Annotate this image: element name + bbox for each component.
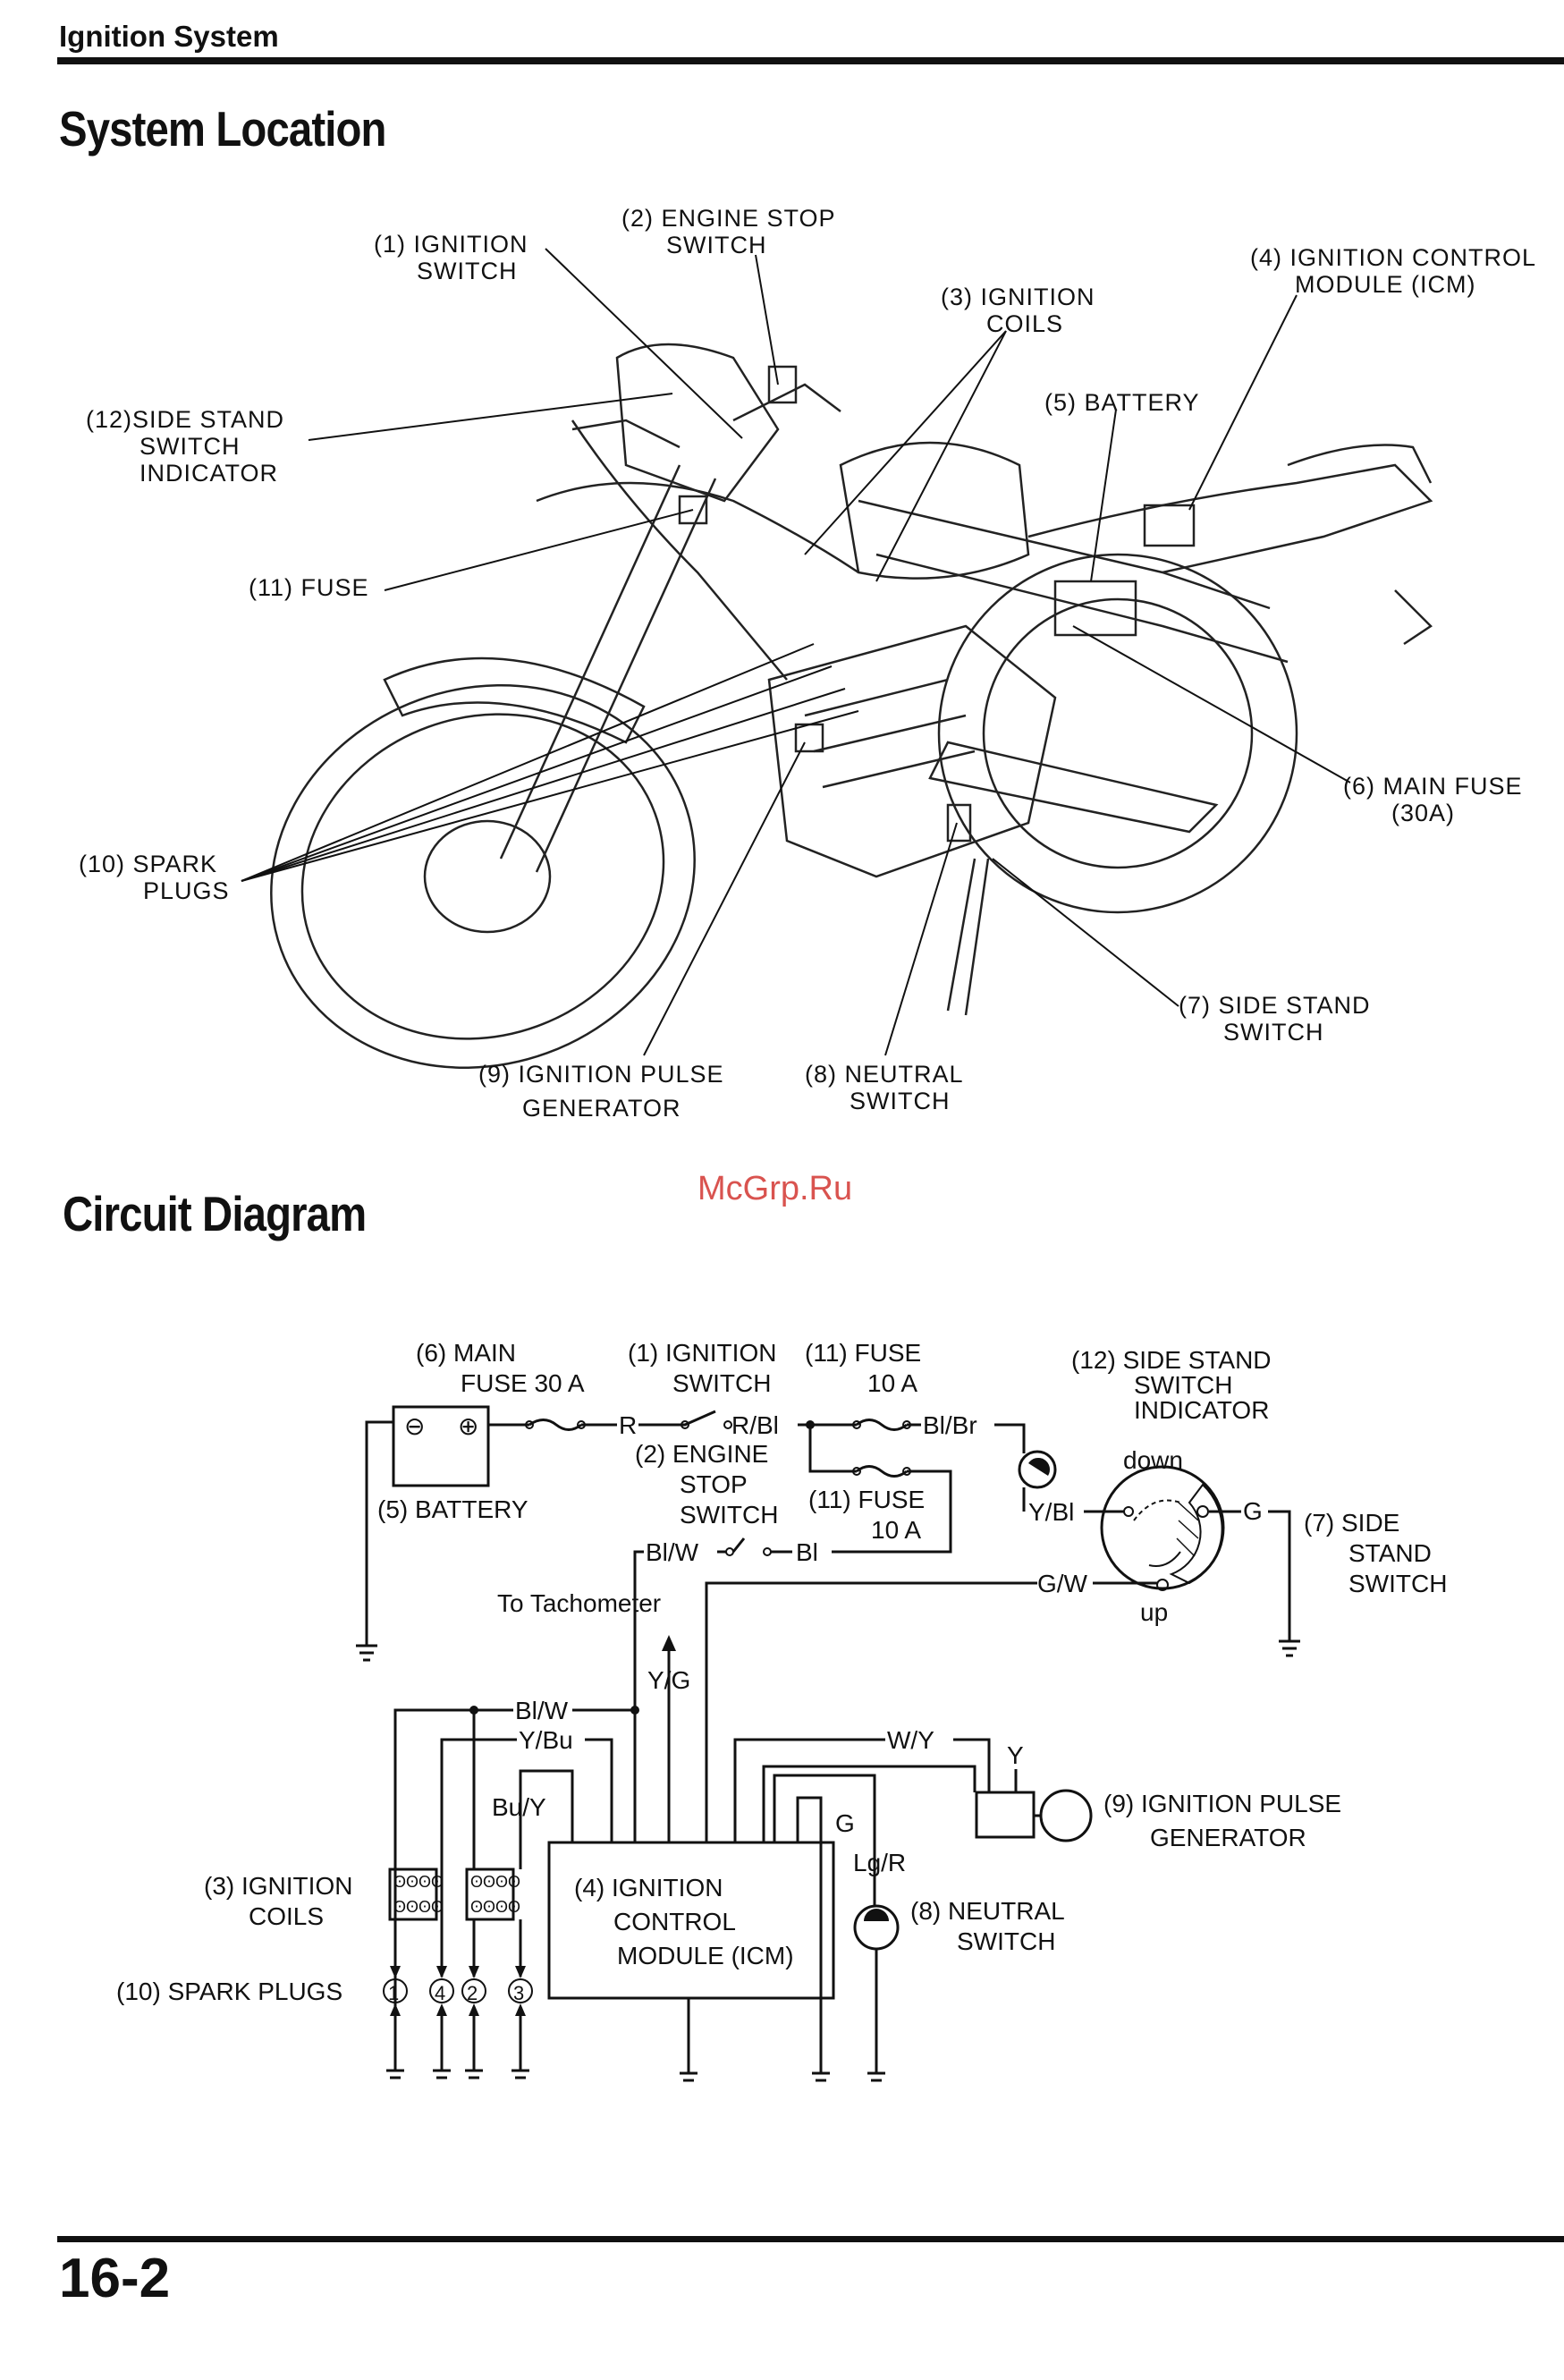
svg-text:1: 1 (388, 1982, 399, 2004)
svg-text:G/W: G/W (1037, 1570, 1088, 1597)
svg-text:⊕: ⊕ (458, 1412, 478, 1440)
svg-text:To Tachometer: To Tachometer (497, 1589, 661, 1617)
ignition-coil-1-symbol (388, 1868, 438, 1921)
svg-text:ʘʘʘʘ: ʘʘʘʘ (393, 1873, 444, 1891)
battery-symbol (392, 1405, 490, 1487)
svg-text:W/Y: W/Y (887, 1726, 934, 1754)
motorcycle-illustration (270, 343, 1433, 1069)
svg-text:Y/G: Y/G (647, 1666, 690, 1694)
icm-symbol (547, 1841, 835, 2000)
loc-label-battery: (5) BATTERY (1044, 389, 1200, 416)
svg-text:4: 4 (435, 1982, 445, 2004)
svg-text:Bl/W: Bl/W (515, 1697, 569, 1724)
svg-text:Bu/Y: Bu/Y (492, 1793, 546, 1821)
cd-label-spark-plugs: (10) SPARK PLUGS (116, 1978, 342, 2005)
neutral-switch-symbol (853, 1904, 900, 1951)
svg-text:⊖: ⊖ (404, 1412, 425, 1440)
system-location-title: System Location (59, 101, 386, 157)
circuit-diagram-title: Circuit Diagram (63, 1186, 367, 1241)
ignition-coil-2-symbol (465, 1868, 515, 1921)
svg-text:Lg/R: Lg/R (853, 1849, 906, 1876)
header-rule (57, 57, 1564, 64)
indicator-lamp-symbol (1018, 1450, 1057, 1489)
svg-text:Y: Y (1007, 1741, 1024, 1769)
loc-label-fuse: (11) FUSE (249, 574, 369, 601)
loc-label-main-fuse: (6) MAIN FUSE(30A) (1343, 773, 1523, 826)
pulse-generator-symbol (975, 1791, 1036, 1839)
svg-text:down: down (1123, 1446, 1183, 1474)
svg-text:Bl/Br: Bl/Br (923, 1411, 977, 1439)
page-number: 16-2 (59, 2248, 171, 2309)
svg-text:Y/Bl: Y/Bl (1028, 1498, 1074, 1526)
svg-text:G: G (835, 1809, 855, 1837)
footer-rule (57, 2236, 1564, 2242)
watermark: McGrp.Ru (697, 1170, 853, 1207)
svg-text:ʘʘʘʘ: ʘʘʘʘ (470, 1898, 520, 1916)
svg-text:R: R (619, 1411, 637, 1439)
leader-lines (241, 248, 1351, 1056)
running-header: Ignition System (59, 20, 279, 53)
side-stand-switch-symbol (1100, 1465, 1225, 1590)
svg-text:Bl: Bl (796, 1538, 818, 1566)
svg-text:up: up (1140, 1598, 1168, 1626)
svg-text:ʘʘʘʘ: ʘʘʘʘ (470, 1873, 520, 1891)
circuit-diagram: ⊖ ⊕ R R/Bl Bl/Br Y/Bl (356, 1405, 1300, 2082)
svg-text:ʘʘʘʘ: ʘʘʘʘ (393, 1898, 444, 1916)
svg-text:Y/Bu: Y/Bu (519, 1726, 573, 1754)
cd-label-battery: (5) BATTERY (377, 1495, 528, 1523)
svg-text:G: G (1243, 1497, 1263, 1525)
svg-text:2: 2 (467, 1982, 478, 2004)
spark-plug-symbols: 1 4 2 3 (383, 1978, 533, 2004)
svg-text:3: 3 (513, 1982, 524, 2004)
svg-text:Bl/W: Bl/W (646, 1538, 699, 1566)
svg-text:R/Bl: R/Bl (731, 1411, 779, 1439)
